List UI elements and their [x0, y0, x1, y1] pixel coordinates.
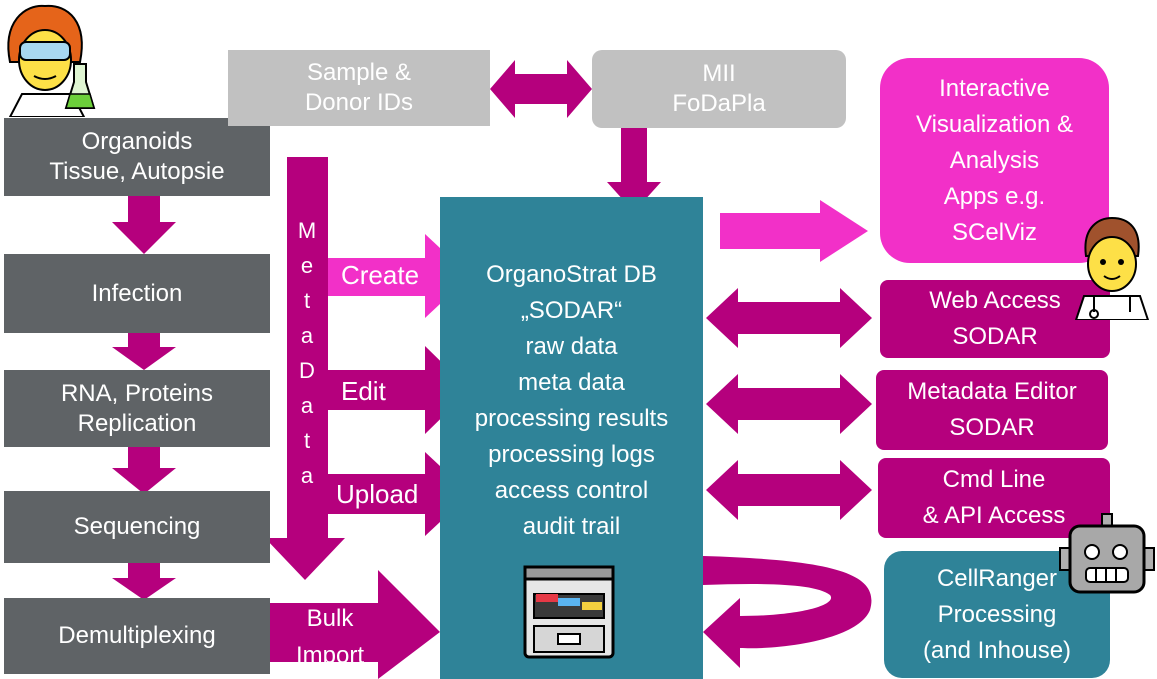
infection-box: Infection [4, 254, 270, 333]
metadata-letter: a [300, 463, 314, 488]
mii-fodapla-box: MII FoDaPla [592, 50, 846, 128]
rna-line-1: RNA, Proteins [60, 379, 214, 407]
db-line-title: OrganoStrat DB [486, 261, 657, 288]
db-line-raw: raw data [525, 333, 618, 360]
sample-mii-arrow [490, 60, 592, 118]
cellranger-box: CellRanger Processing (and Inhouse) [884, 551, 1110, 678]
sample-line-1: Sample & [306, 59, 412, 86]
editor-line-1: Metadata Editor [907, 378, 1077, 405]
interactive-line-1: Interactive [939, 74, 1050, 102]
visualization-arrow [720, 200, 868, 262]
sample-line-2: Donor IDs [304, 89, 414, 116]
metadata-letter: D [299, 358, 315, 383]
web-access-box: Web Access SODAR [880, 280, 1110, 358]
bulk-import-arrow [268, 570, 440, 679]
doctor-icon [1070, 216, 1154, 321]
interactive-line-2: Visualization & [916, 110, 1073, 138]
bulk-line-2: Import [296, 642, 365, 669]
metadata-arrow [265, 157, 345, 580]
arrow-rna-to-sequencing [112, 447, 176, 494]
sample-donor-box: Sample & Donor IDs [228, 50, 490, 126]
mii-line-1: MII [702, 60, 736, 87]
rna-box: RNA, Proteins Replication [4, 370, 270, 447]
create-arrow [328, 234, 470, 318]
metadata-letter: a [300, 323, 314, 348]
cellranger-line-3: (and Inhouse) [922, 636, 1072, 664]
db-line-access: access control [494, 477, 649, 504]
mii-line-2: FoDaPla [672, 90, 766, 117]
interactive-line-5: SCelViz [952, 218, 1037, 246]
organoids-line-1: Organoids [81, 128, 193, 155]
cellranger-line-2: Processing [937, 600, 1057, 628]
demultiplexing-box: Demultiplexing [4, 598, 270, 674]
metadata-letter: t [303, 428, 311, 453]
upload-arrow [328, 452, 470, 536]
interactive-line-4: Apps e.g. [943, 182, 1046, 210]
cmd-arrow [706, 460, 872, 520]
edit-arrow [328, 346, 470, 434]
db-line-logs: processing logs [488, 441, 655, 468]
demultiplexing-label: Demultiplexing [58, 622, 216, 649]
metadata-letter: a [300, 393, 314, 418]
rna-line-2: Replication [77, 409, 197, 437]
bulk-line-1: Bulk [306, 605, 354, 632]
db-line-sodar: „SODAR“ [520, 297, 623, 324]
robot-icon [1058, 512, 1156, 596]
organoids-box: Organoids Tissue, Autopsie [4, 118, 270, 196]
db-line-results: processing results [474, 405, 669, 432]
web-line-2: SODAR [952, 323, 1038, 350]
metadata-letter: t [303, 288, 311, 313]
bulk-import-label: Bulk Import [296, 600, 364, 674]
sequencing-box: Sequencing [4, 491, 270, 563]
edit-label: Edit [341, 376, 386, 406]
editor-arrow [706, 374, 872, 434]
sequencing-label: Sequencing [73, 513, 201, 540]
web-access-arrow [706, 288, 872, 348]
organoids-line-2: Tissue, Autopsie [49, 158, 225, 185]
scientist-icon [0, 2, 100, 118]
upload-label: Upload [336, 479, 419, 509]
interactive-apps-box: Interactive Visualization & Analysis App… [880, 58, 1109, 263]
cmd-line-box: Cmd Line & API Access [878, 458, 1110, 538]
filing-cabinet-icon [522, 564, 616, 660]
metadata-editor-box: Metadata Editor SODAR [876, 370, 1108, 450]
loop-arrow [703, 556, 872, 668]
cellranger-line-1: CellRanger [936, 564, 1058, 592]
db-line-meta: meta data [518, 369, 625, 396]
infection-label: Infection [91, 279, 183, 307]
cmd-line-1: Cmd Line [942, 466, 1046, 493]
metadata-letter: M [297, 218, 317, 243]
web-line-1: Web Access [929, 287, 1061, 314]
arrow-organoids-to-infection [112, 196, 176, 254]
editor-line-2: SODAR [949, 414, 1035, 441]
metadata-letter: e [300, 253, 314, 278]
cmd-line-2: & API Access [922, 502, 1066, 529]
create-label: Create [341, 260, 420, 290]
arrow-infection-to-rna [112, 333, 176, 370]
arrow-sequencing-to-demux [112, 563, 176, 600]
db-line-audit: audit trail [522, 513, 621, 540]
interactive-line-3: Analysis [949, 146, 1040, 174]
